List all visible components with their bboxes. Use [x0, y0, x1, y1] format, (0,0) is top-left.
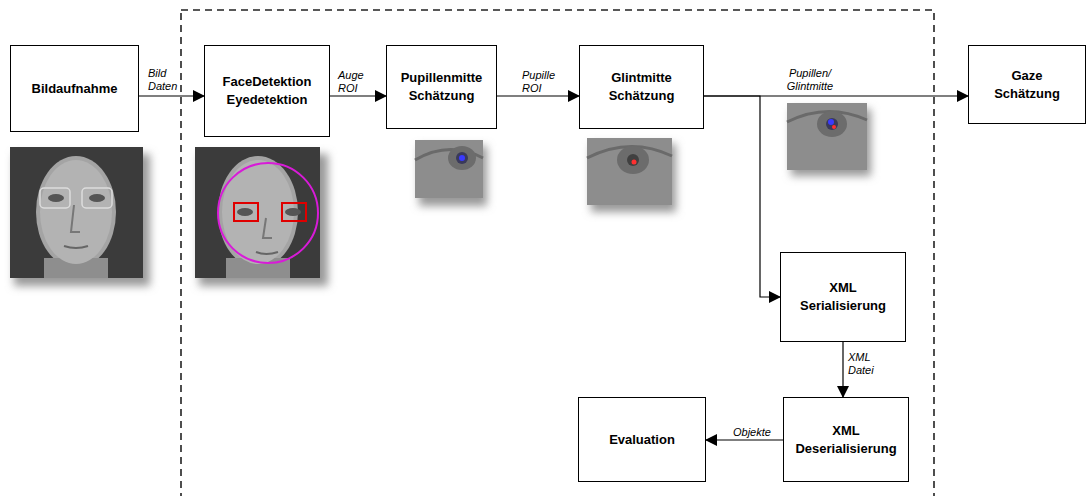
face-detection-photo — [195, 147, 328, 286]
node-label: Glintmitte Schätzung — [588, 69, 695, 105]
node-label: Evaluation — [609, 431, 675, 449]
node-label: Bildaufnahme — [32, 80, 118, 98]
text-stack: Evaluation — [609, 431, 675, 449]
process-box: Glintmitte Schätzung — [579, 45, 704, 129]
process-box: Pupillenmitte Schätzung — [386, 45, 497, 129]
face-photo — [10, 147, 150, 286]
text-stack: Gaze Schätzung — [977, 67, 1077, 103]
node-label: XML Serialisierung — [789, 279, 897, 315]
text-stack: XML Serialisierung — [789, 279, 897, 315]
text-stack: XML Deserialisierung — [792, 422, 900, 458]
flow-arrow — [842, 342, 843, 397]
edge-label: Objekte — [733, 426, 779, 439]
input-box: Bildaufnahme — [10, 45, 139, 132]
edge-label: Pupille ROI — [522, 69, 566, 95]
eye-crop-result — [787, 103, 871, 176]
flow-arrow — [497, 95, 579, 96]
text-stack: FaceDetektion Eyedetektion — [213, 73, 321, 109]
edge-label: Bild Daten — [148, 67, 184, 93]
text-stack: Bildaufnahme — [32, 80, 118, 98]
flow-arrow — [704, 96, 780, 297]
output-box: Evaluation — [578, 397, 706, 482]
process-box: XML Serialisierung — [780, 252, 906, 342]
text-stack: Glintmitte Schätzung — [588, 69, 695, 105]
node-label: Gaze Schätzung — [977, 67, 1077, 103]
edge-label: XML Datei — [848, 351, 884, 377]
pipeline-frame — [181, 10, 934, 496]
flow-arrow — [706, 439, 783, 440]
flow-arrow — [330, 95, 386, 96]
eye-crop-glint — [587, 138, 676, 212]
node-label: FaceDetektion Eyedetektion — [213, 73, 321, 109]
edge-label: Pupillen/ Glintmitte — [780, 67, 840, 93]
edge-label: Auge ROI — [338, 69, 372, 95]
node-label: Pupillenmitte Schätzung — [395, 69, 488, 105]
node-label: XML Deserialisierung — [792, 422, 900, 458]
flow-arrow — [139, 95, 204, 96]
process-box: XML Deserialisierung — [783, 397, 909, 482]
output-box: Gaze Schätzung — [968, 45, 1086, 124]
text-stack: Pupillenmitte Schätzung — [395, 69, 488, 105]
eye-crop-pupil — [415, 140, 487, 206]
process-box: FaceDetektion Eyedetektion — [204, 45, 330, 137]
